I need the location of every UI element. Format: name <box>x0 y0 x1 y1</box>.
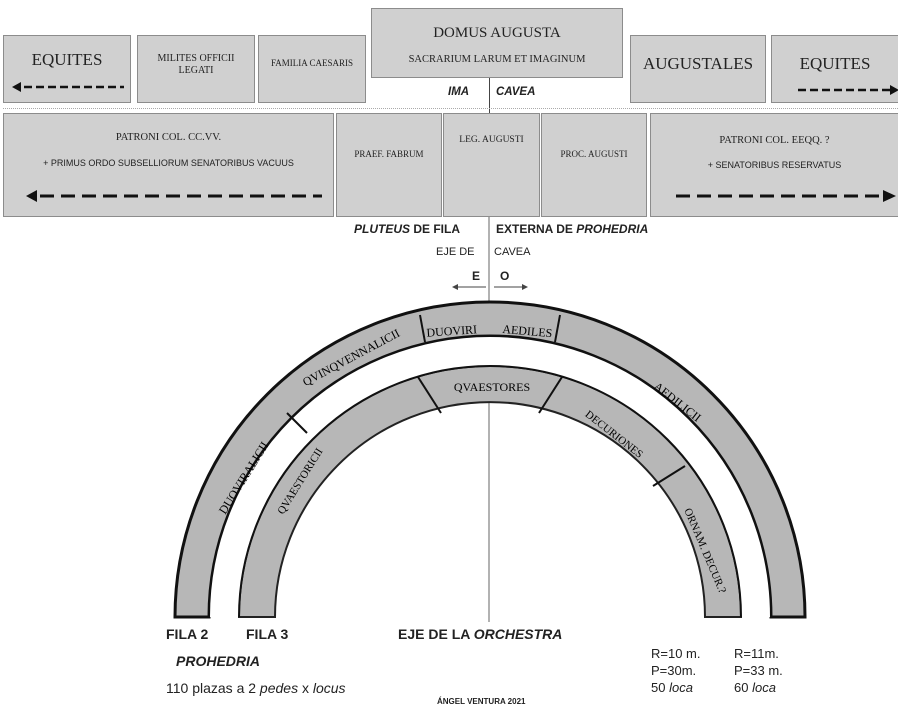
plazas-text: 110 plazas a 2 pedes x locus <box>166 680 346 696</box>
loca1-text: 50 loca <box>651 679 701 696</box>
east-label: E <box>472 269 481 283</box>
fila3-stats: R=11m. P=33 m. 60 loca <box>734 645 783 696</box>
x-text: x <box>298 680 313 696</box>
loca1-num: 50 <box>651 680 670 695</box>
proc-augusti-label: PROC. AUGUSTI <box>560 149 628 159</box>
locus-word: locus <box>312 680 346 696</box>
patroni-left-label: PATRONI COL. CC.VV. <box>115 132 222 143</box>
milites-box: MILITES OFFICII LEGATI <box>137 35 255 103</box>
patroni-left-box: PATRONI COL. CC.VV. + PRIMUS ORDO SUBSEL… <box>3 113 334 217</box>
pedes-word: pedes <box>259 680 299 696</box>
eje-de-la-text: EJE DE LA <box>398 626 474 642</box>
familia-box: FAMILIA CAESARIS <box>258 35 366 103</box>
pluteus-word: PLUTEUS <box>354 222 411 236</box>
loca2-num: 60 <box>734 680 753 695</box>
domus-augusta-box: DOMUS AUGUSTA SACRARIUM LARUM ET IMAGINU… <box>371 8 623 78</box>
arrow-left-long-icon <box>26 190 322 202</box>
equites-left-label: EQUITES <box>31 50 103 69</box>
pluteus-right-label: EXTERNA DE PROHEDRIA <box>496 222 648 236</box>
patroni-right-box: PATRONI COL. EEQQ. ? + SENATORIBUS RESER… <box>650 113 898 217</box>
patroni-right-label: PATRONI COL. EEQQ. ? <box>719 135 830 146</box>
r2-text: R=11m. <box>734 646 779 661</box>
augustales-label: AUGUSTALES <box>642 54 754 73</box>
ima-label: IMA <box>448 86 470 98</box>
equites-left-box: EQUITES <box>3 35 131 103</box>
fila-3-label: FILA 3 <box>246 626 289 642</box>
patroni-right-note: + SENATORIBUS RESERVATUS <box>707 160 842 170</box>
augustales-box: AUGUSTALES <box>630 35 766 103</box>
arrow-left-icon <box>12 82 124 92</box>
p1-text: P=30m. <box>651 663 697 678</box>
praef-box: PRAEF. FABRUM <box>336 113 442 217</box>
prohedria-label: PROHEDRIA <box>176 653 261 669</box>
gap-ring <box>209 336 771 617</box>
familia-label: FAMILIA CAESARIS <box>270 58 354 68</box>
orchestra-word: ORCHESTRA <box>473 626 563 642</box>
cavea-axis-label: CAVEA <box>494 246 531 258</box>
p2-text: P=33 m. <box>734 663 783 678</box>
credit-text: ÁNGEL VENTURA 2021 <box>437 697 526 706</box>
plazas-pre: 110 plazas a 2 <box>166 680 260 696</box>
milites-label: MILITES OFFICII LEGATI <box>157 53 235 76</box>
prohedria-word: PROHEDRIA <box>576 222 649 236</box>
leg-augusti-box: LEG. AUGUSTI <box>443 113 540 217</box>
de-fila-text: DE FILA <box>410 222 461 236</box>
loca2-word: loca <box>752 680 776 695</box>
loca2-text: 60 loca <box>734 679 783 696</box>
domus-subtitle: SACRARIUM LARUM ET IMAGINUM <box>408 54 586 65</box>
fila-2-label: FILA 2 <box>166 626 209 642</box>
arrow-right-icon <box>798 85 898 95</box>
duoviri-label: DUOVIRI <box>426 322 478 340</box>
west-label: O <box>500 269 510 283</box>
eje-orchestra-label: EJE DE LA ORCHESTRA <box>398 626 562 642</box>
arrow-right-long-icon <box>676 190 896 202</box>
cavea-axis-line <box>489 78 490 115</box>
loca1-word: loca <box>669 680 693 695</box>
aediles-label: AEDILES <box>502 322 553 340</box>
fila2-stats: R=10 m. P=30m. 50 loca <box>651 645 701 696</box>
eje-de-label: EJE DE <box>436 246 475 258</box>
equites-right-label: EQUITES <box>799 54 871 73</box>
praef-label: PRAEF. FABRUM <box>354 149 424 159</box>
dotted-separator <box>3 108 898 109</box>
equites-right-box: EQUITES <box>771 35 898 103</box>
externa-text: EXTERNA DE <box>496 222 577 236</box>
pluteus-left-label: PLUTEUS DE FILA <box>354 222 460 236</box>
r1-text: R=10 m. <box>651 646 701 661</box>
cavea-label: CAVEA <box>496 86 536 98</box>
patroni-left-note: + PRIMUS ORDO SUBSELLIORUM SENATORIBUS V… <box>43 158 294 168</box>
domus-title: DOMUS AUGUSTA <box>433 25 561 41</box>
east-west-arrow-icon <box>452 284 528 290</box>
leg-augusti-label: LEG. AUGUSTI <box>459 135 524 145</box>
qvaestores-label: QVAESTORES <box>454 380 530 394</box>
proc-augusti-box: PROC. AUGUSTI <box>541 113 647 217</box>
